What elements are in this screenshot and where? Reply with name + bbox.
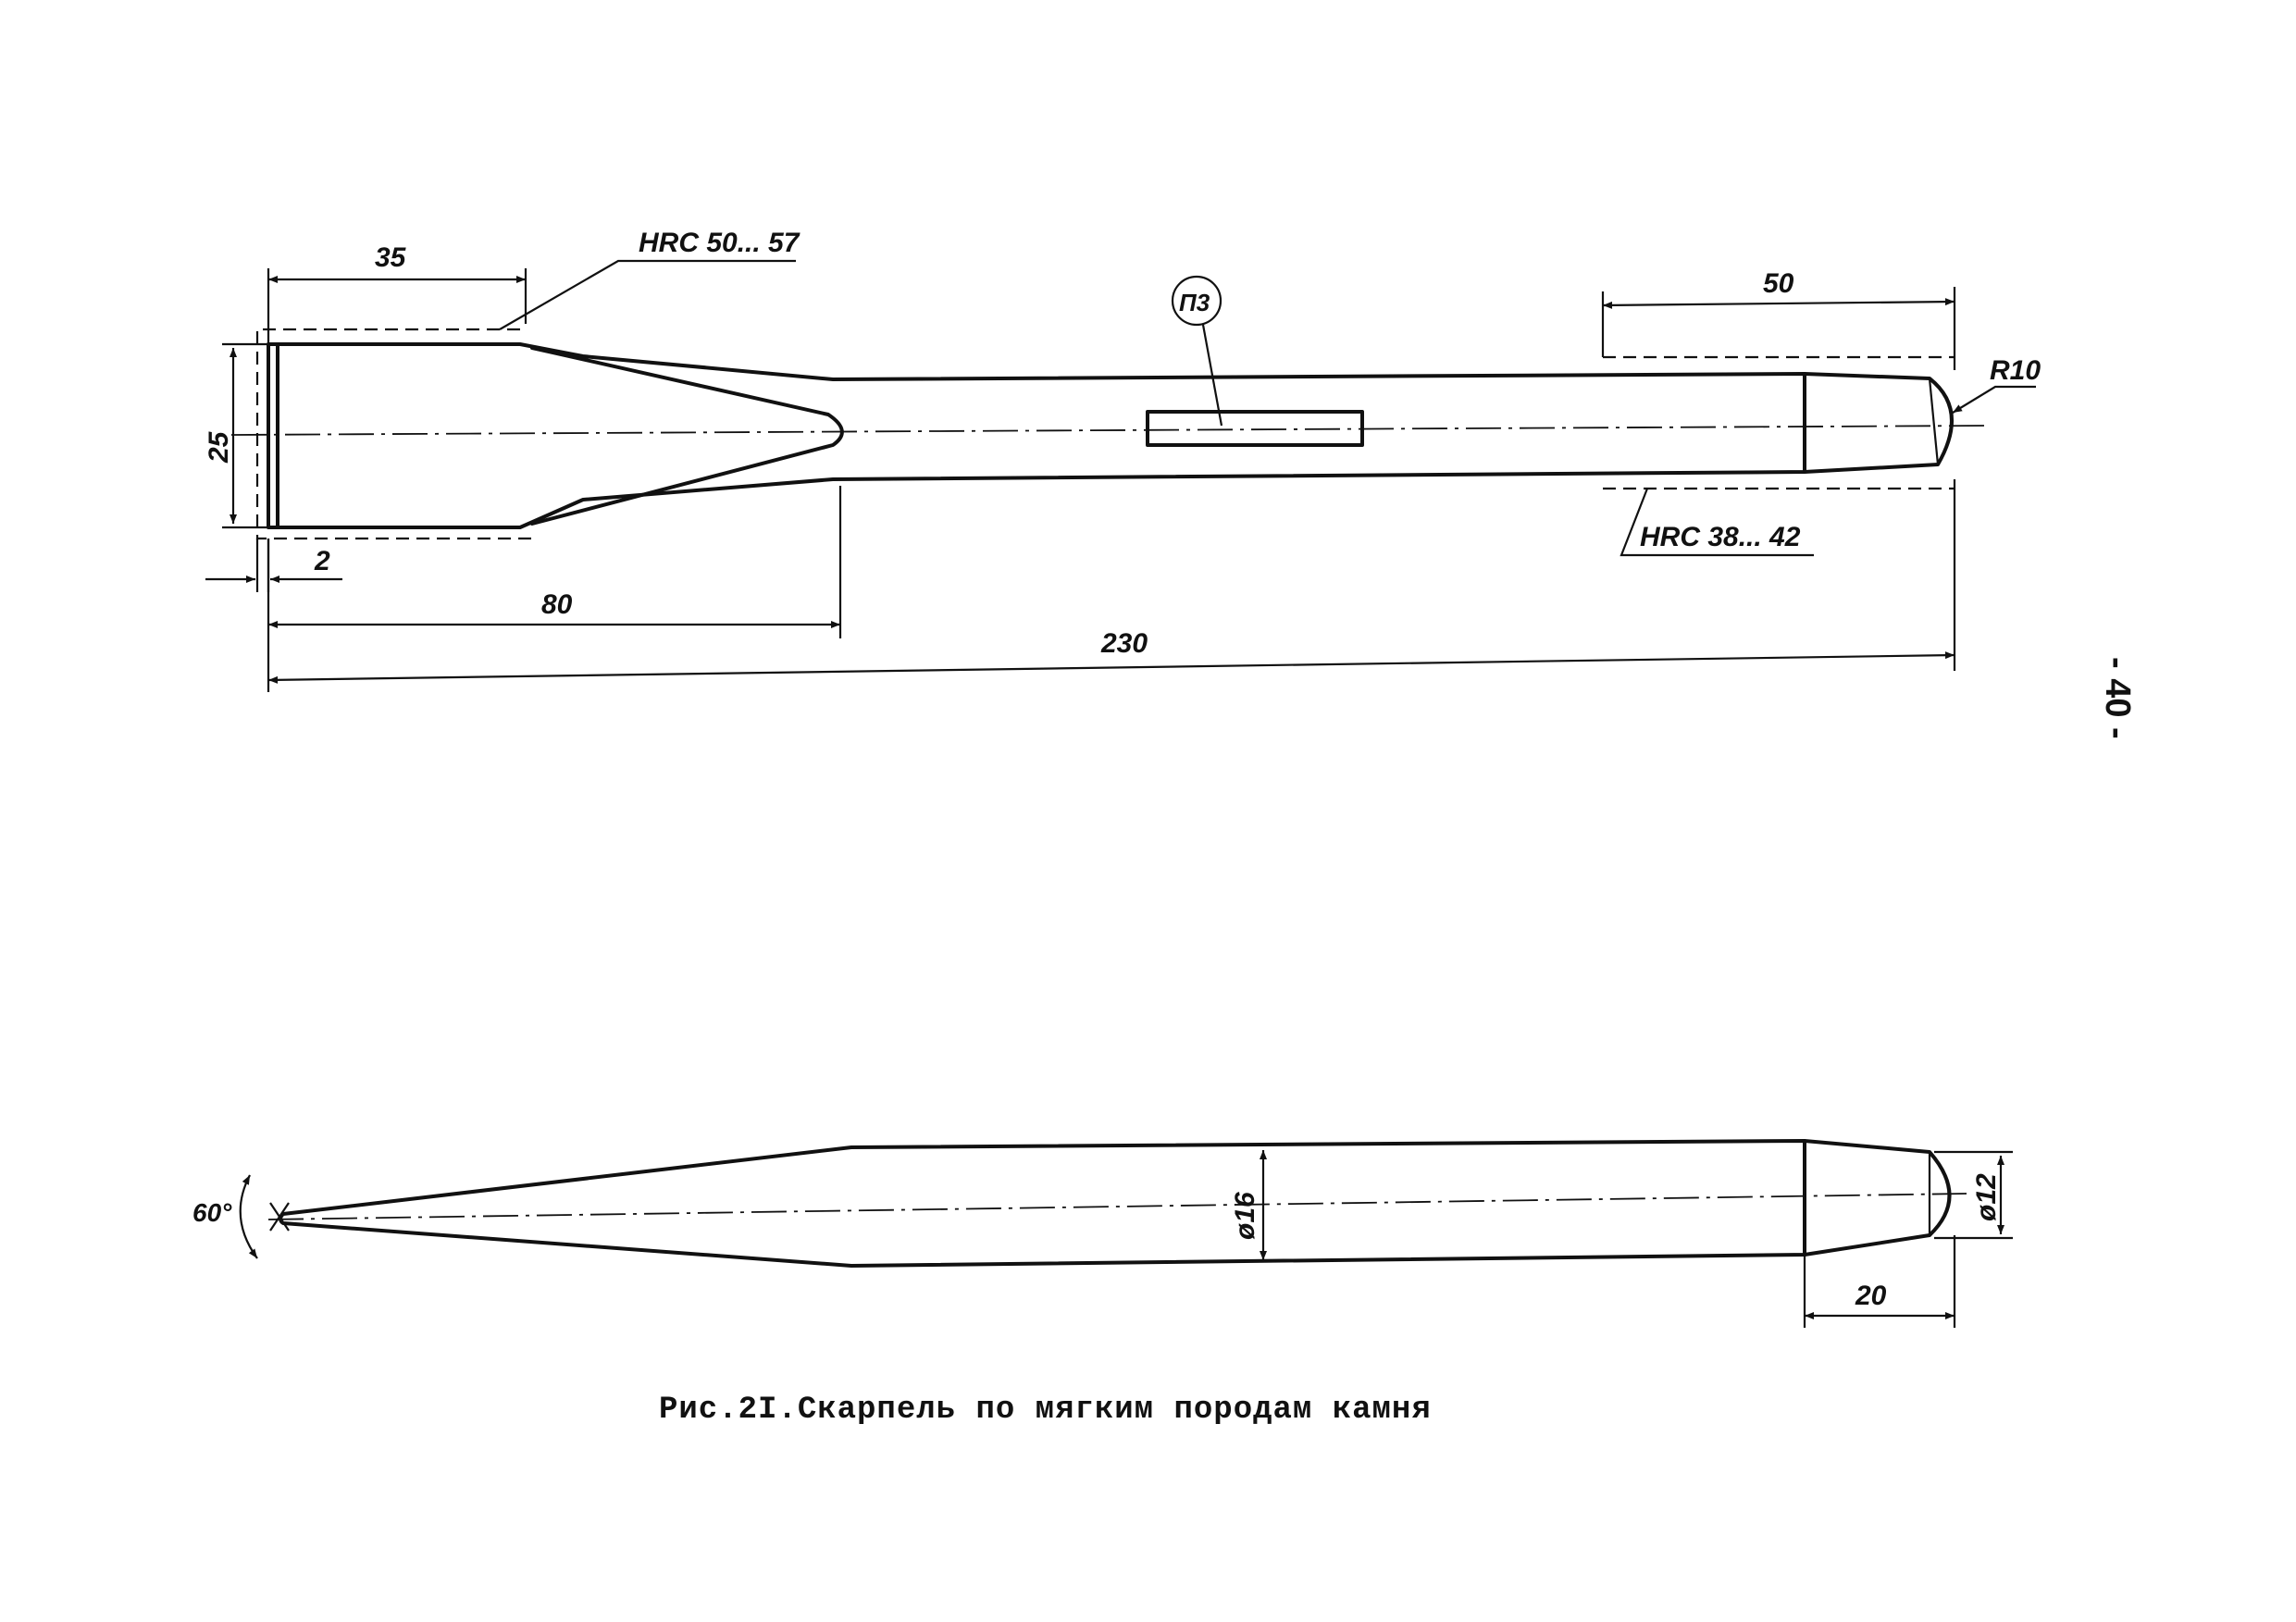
- marking-callout: П3: [1171, 275, 1223, 427]
- point-center-axis: [267, 1193, 1967, 1220]
- d12-label: ø12: [1971, 1173, 2002, 1221]
- chisel-body-outline: [267, 342, 1954, 529]
- bottom-view: [267, 1139, 1967, 1268]
- marking-label: П3: [1179, 289, 1210, 316]
- head-dome-base: [1928, 378, 1940, 465]
- dimension-230: 230: [267, 479, 1956, 692]
- radius-r10-note: R10: [1952, 355, 2041, 414]
- blade-bevel: [530, 346, 844, 526]
- dim-80-label: 80: [541, 589, 573, 620]
- dimension-d16: ø16: [1230, 1150, 1267, 1260]
- dim-50-label: 50: [1763, 268, 1794, 299]
- dimension-25: 25: [204, 342, 268, 529]
- dim-25-label: 25: [204, 430, 234, 464]
- angle-label: 60°: [192, 1198, 232, 1227]
- dim-35-label: 35: [375, 242, 407, 273]
- dim-20-label: 20: [1855, 1281, 1887, 1311]
- hardness-shank-label: HRC 38... 42: [1640, 522, 1801, 552]
- hardness-blade-label: HRC 50... 57: [639, 228, 800, 258]
- top-view: [230, 328, 1991, 540]
- hardness-blade-note: HRC 50... 57: [499, 228, 800, 330]
- dimension-d12: ø12: [1934, 1150, 2013, 1240]
- hardness-shank-note: HRC 38... 42: [1620, 488, 1814, 557]
- dimension-20: 20: [1803, 1235, 1956, 1328]
- dimension-angle-60: 60°: [192, 1174, 290, 1259]
- dim-2-label: 2: [314, 546, 330, 576]
- dimension-35: 35: [267, 242, 527, 344]
- figure-caption: Рис.2I.Скарпель по мягким породам камня: [659, 1393, 1432, 1428]
- marking-bubble: [1171, 275, 1222, 327]
- page-number: - 40 -: [2080, 648, 2154, 796]
- d16-label: ø16: [1230, 1192, 1260, 1240]
- dimension-50: 50: [1601, 268, 1956, 370]
- center-axis: [230, 425, 1991, 436]
- page-number-text: - 40 -: [2098, 657, 2137, 739]
- point-body-outline: [279, 1139, 1952, 1268]
- dim-230-label: 230: [1100, 628, 1148, 659]
- dimension-80: 80: [268, 486, 842, 638]
- r10-label: R10: [1990, 355, 2041, 386]
- dimension-2: 2: [205, 539, 342, 592]
